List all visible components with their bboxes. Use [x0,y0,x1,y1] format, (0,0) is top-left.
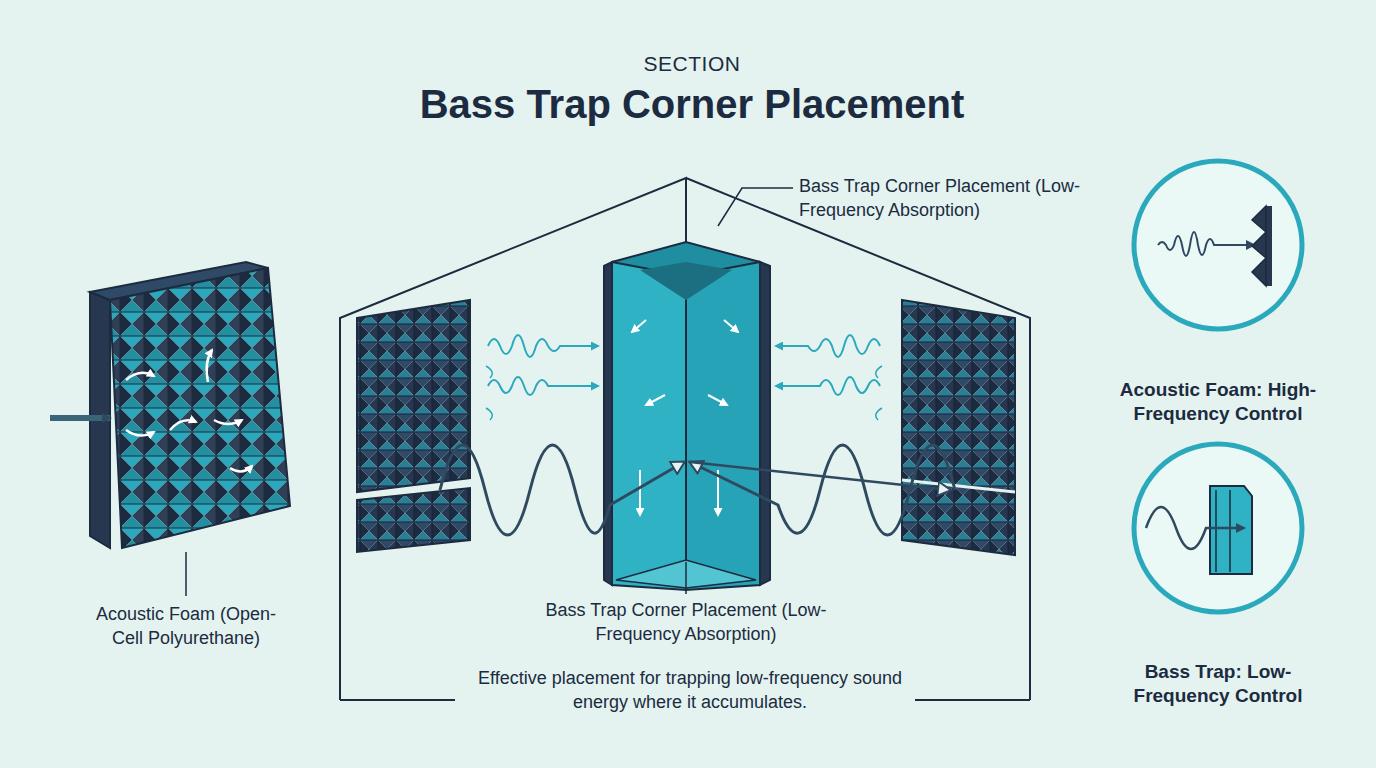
section-label: SECTION [4,52,1376,76]
legend-caption: Bass Trap: Low-Frequency Control [1103,660,1333,708]
callout-label: Bass Trap Corner Placement (Low-Frequenc… [536,598,836,646]
diagram-title: Bass Trap Corner Placement [4,82,1376,127]
legend-caption: Acoustic Foam: High-Frequency Control [1103,378,1333,426]
part-label: Acoustic Foam (Open-Cell Polyurethane) [82,602,290,650]
callout-label: Bass Trap Corner Placement (Low-Frequenc… [799,174,1089,222]
caption: Effective placement for trapping low-fre… [466,664,914,716]
